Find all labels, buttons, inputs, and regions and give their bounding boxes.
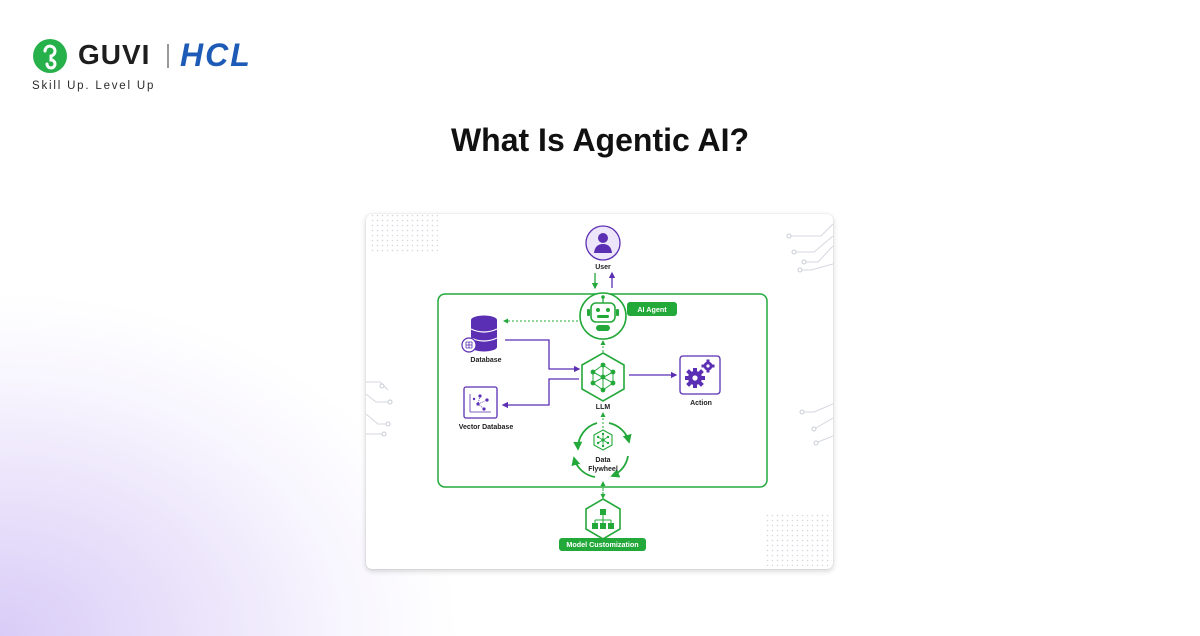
user-node[interactable] [585,225,621,261]
data-flywheel-node[interactable] [571,422,632,478]
decorative-circuit-lines [366,223,833,446]
model-customization-node[interactable] [585,498,621,540]
grid-badge-icon [461,337,477,353]
data-flywheel-label-line2: Flywheel [588,466,618,473]
robot-icon [587,295,619,331]
vector-database-node[interactable] [463,386,498,419]
flywheel-network-icon [593,429,613,451]
ai-agent-label: AI Agent [637,305,667,314]
data-flywheel-label-line1: Data [595,457,610,464]
brand-divider [167,44,169,68]
model-customization-label: Model Customization [566,540,638,549]
database-node[interactable] [461,315,498,353]
database-to-llm-arrow [505,339,581,373]
llm-to-vector-database-arrow [501,378,579,409]
user-label: User [595,264,611,271]
ai-agent-badge: AI Agent [627,302,677,316]
vector-scatter-icon [469,394,491,413]
decorative-dots [370,214,832,566]
hierarchy-icon [592,509,614,529]
ai-agent-node[interactable] [579,292,627,340]
agentic-ai-diagram: User AI Agent [366,214,833,566]
action-label: Action [690,400,712,407]
database-label: Database [470,357,501,364]
page-title: What Is Agentic AI? [450,122,750,158]
gears-icon [685,359,715,388]
brand-tagline: Skill Up. Level Up [32,80,156,92]
partner-logo: HCL [180,37,252,73]
database-icon [470,315,498,352]
brand-logo[interactable]: GUVI HCL Skill Up. Level Up [32,37,332,98]
diagram-card: User AI Agent [366,214,833,569]
vector-database-label: Vector Database [459,424,514,431]
llm-node[interactable] [581,352,625,402]
model-customization-badge: Model Customization [559,538,646,551]
guvi-logo-icon [33,39,67,73]
user-icon [594,233,612,253]
brand-name: GUVI [78,39,151,70]
action-node[interactable] [679,355,721,395]
llm-label: LLM [596,404,611,411]
